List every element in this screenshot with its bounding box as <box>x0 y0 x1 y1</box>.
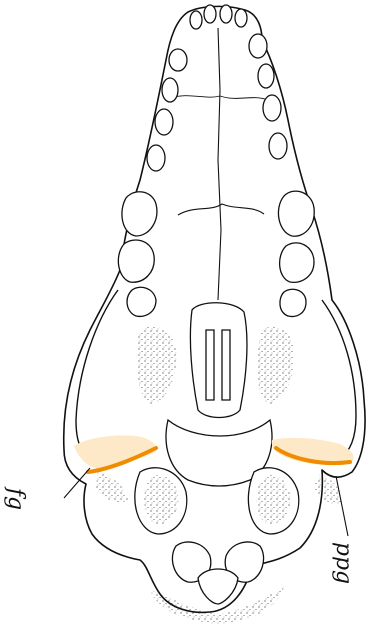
fg-label: fg <box>4 488 26 510</box>
ppg-label: ppg <box>332 542 354 584</box>
